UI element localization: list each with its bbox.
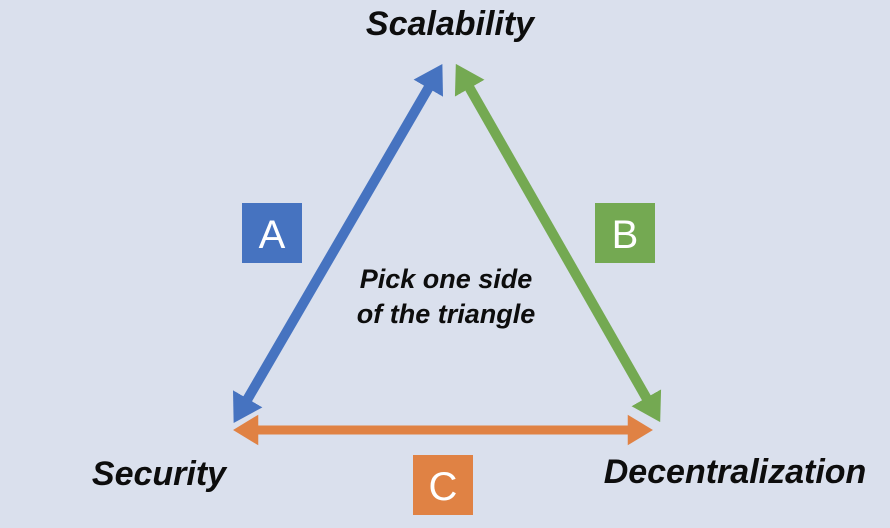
side-c-label-box	[413, 455, 473, 515]
side-b-label-letter: B	[612, 213, 639, 257]
side-a-label-letter: A	[259, 213, 286, 257]
side-b-double-arrow	[454, 63, 662, 423]
side-c-label-letter: C	[429, 465, 458, 509]
vertex-label-decentralization: Decentralization	[603, 453, 867, 491]
center-caption-line2: of the triangle	[356, 299, 536, 329]
vertex-label-scalability: Scalability	[365, 5, 535, 43]
center-caption: Pick one side of the triangle	[357, 262, 536, 332]
vertex-label-security: Security	[91, 455, 227, 493]
side-b-label-box	[595, 203, 655, 263]
center-caption-line1: Pick one side	[359, 264, 533, 294]
side-a-double-arrow	[233, 64, 443, 423]
side-a-label-box	[242, 203, 302, 263]
